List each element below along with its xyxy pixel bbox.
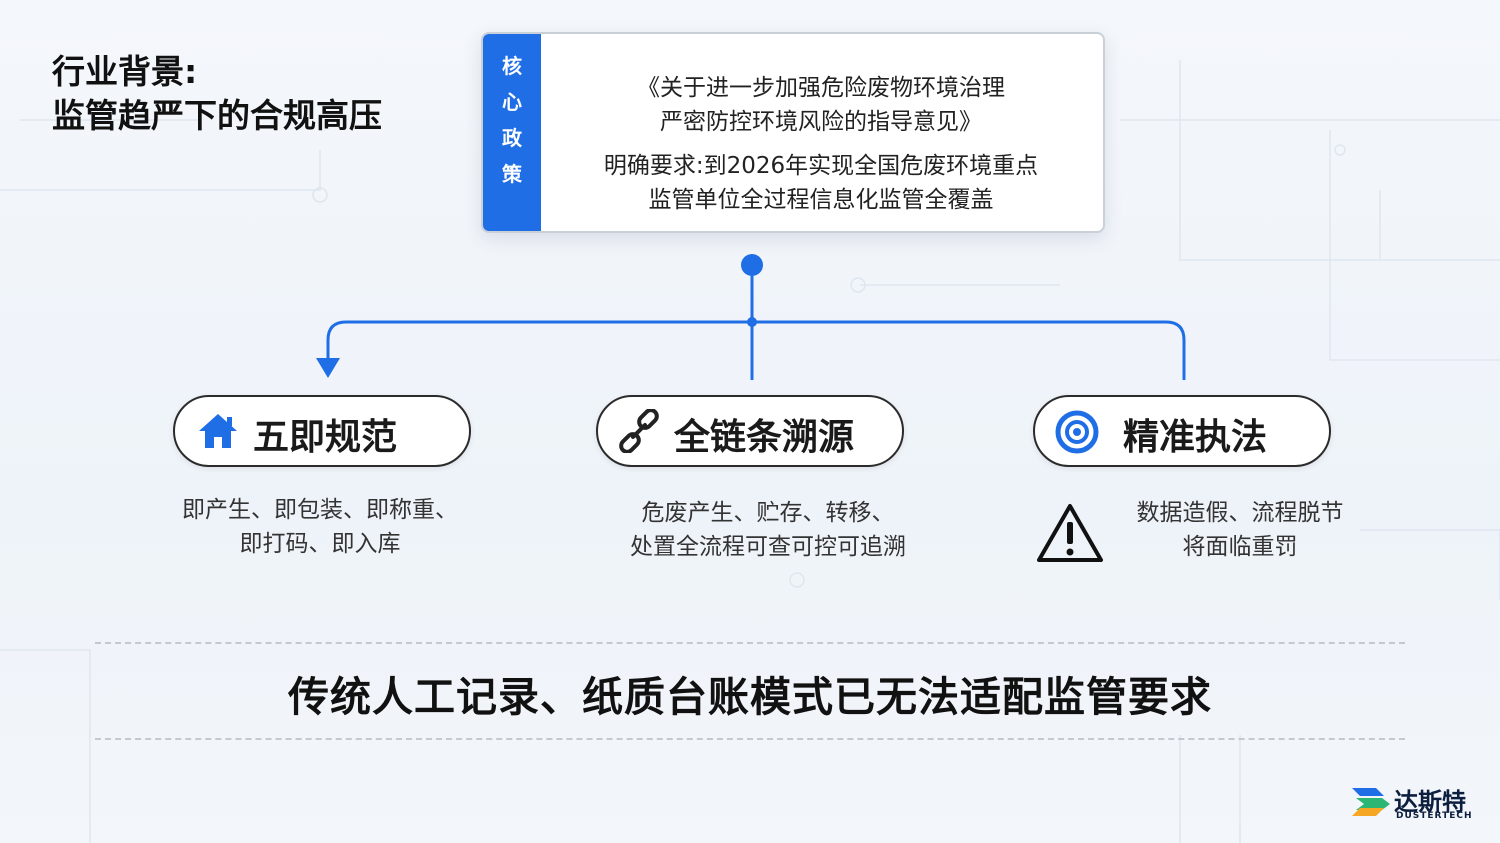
divider-top xyxy=(95,642,1405,644)
policy-document-title-line-2: 严密防控环境风险的指导意见》 xyxy=(660,109,982,135)
branch-description-line: 数据造假、流程脱节 xyxy=(1136,500,1344,526)
page-title: 行业背景: 监管趋严下的合规高压 xyxy=(52,50,382,138)
core-policy-tab: 核 心 政 策 xyxy=(483,34,541,231)
branch-title: 全链条溯源 xyxy=(674,417,855,458)
branch-pill-precise-enforcement: 精准执法 xyxy=(1033,395,1331,467)
branch-description-line: 将面临重罚 xyxy=(1182,534,1298,560)
branch-pill-full-chain-traceability: 全链条溯源 xyxy=(596,395,904,467)
branch-description-line: 即产生、即包装、即称重、 xyxy=(182,497,458,523)
house-icon xyxy=(199,414,237,448)
branch-description-line: 危废产生、贮存、转移、 xyxy=(641,500,895,526)
brand-name-en: DUSTERTECH xyxy=(1396,811,1473,821)
warning-triangle-icon xyxy=(1037,504,1103,562)
brand-logo: 达斯特 DUSTERTECH xyxy=(1350,784,1472,822)
policy-requirement-line-1: 明确要求:到2026年实现全国危废环境重点 xyxy=(603,153,1039,179)
brand-logo-mark xyxy=(1352,788,1390,816)
branch-description: 数据造假、流程脱节 将面临重罚 xyxy=(1110,496,1370,564)
branch-description-line: 即打码、即入库 xyxy=(239,531,401,557)
connector-node-top xyxy=(741,254,763,276)
page-title-line-1: 行业背景: xyxy=(52,52,198,91)
connector-arrow-left xyxy=(316,358,340,378)
branch-pill-five-standards: 五即规范 xyxy=(173,395,471,467)
connector-branch-line xyxy=(326,320,1186,380)
policy-tab-char: 策 xyxy=(502,162,522,186)
branch-description-line: 处置全流程可查可控可追溯 xyxy=(630,534,906,560)
policy-requirement-line-2: 监管单位全过程信息化监管全覆盖 xyxy=(648,187,994,213)
policy-tab-char: 政 xyxy=(502,126,522,150)
divider-bottom xyxy=(95,738,1405,740)
branch-description: 危废产生、贮存、转移、 处置全流程可查可控可追溯 xyxy=(578,496,958,564)
target-icon xyxy=(1055,410,1099,454)
policy-tab-char: 核 xyxy=(502,54,522,78)
branch-description: 即产生、即包装、即称重、 即打码、即入库 xyxy=(130,493,510,561)
brand-name-cn: 达斯特 xyxy=(1394,788,1466,816)
policy-tab-char: 心 xyxy=(502,90,522,114)
connector-junction xyxy=(747,317,757,327)
policy-document-title-line-1: 《关于进一步加强危险废物环境治理 xyxy=(637,75,1005,101)
core-policy-card: 核 心 政 策 《关于进一步加强危险废物环境治理 严密防控环境风险的指导意见》 … xyxy=(481,32,1105,233)
chain-link-icon xyxy=(619,409,659,453)
page-title-line-2: 监管趋严下的合规高压 xyxy=(52,96,382,135)
branch-title: 精准执法 xyxy=(1123,417,1268,458)
conclusion-text: 传统人工记录、纸质台账模式已无法适配监管要求 xyxy=(288,673,1212,721)
branch-title: 五即规范 xyxy=(253,417,398,458)
